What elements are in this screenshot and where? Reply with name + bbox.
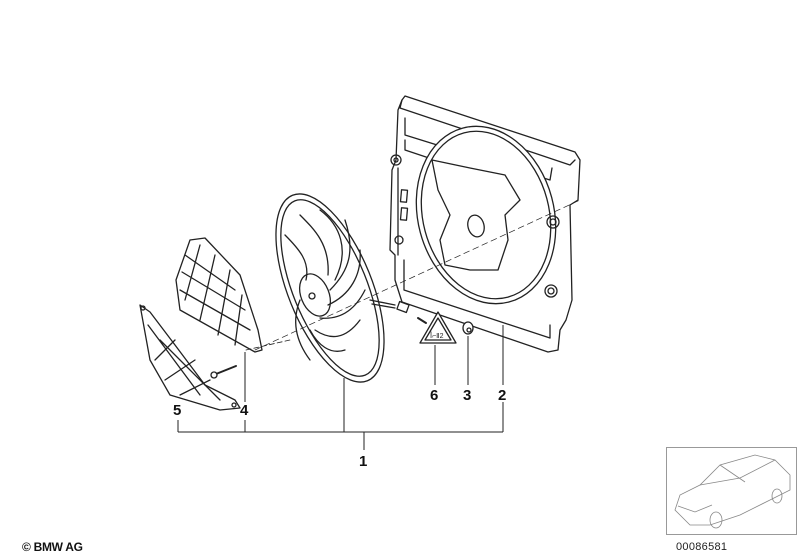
vehicle-thumbnail [666, 447, 797, 535]
callout-6: 6 [430, 387, 439, 404]
upper-guard-drawing [175, 237, 291, 353]
nut-drawing [462, 321, 474, 335]
callout-5: 5 [173, 402, 182, 419]
callout-2: 2 [498, 387, 507, 404]
leader-lines [177, 325, 504, 450]
copyright-text: © BMW AG [22, 540, 83, 554]
lower-guard-drawing [139, 304, 241, 411]
callout-1: 1 [359, 453, 368, 470]
warning-label-drawing: ꟾ⌐Ⅱ2 [417, 311, 457, 344]
callout-3: 3 [463, 387, 472, 404]
callout-4: 4 [240, 402, 249, 419]
document-number: 00086581 [676, 541, 728, 553]
fan-drawing [275, 193, 410, 383]
svg-text:ꟾ⌐Ⅱ2: ꟾ⌐Ⅱ2 [430, 331, 444, 340]
screw-drawing [210, 365, 237, 379]
vehicle-thumbnail-drawing [674, 454, 791, 529]
fan-shroud-drawing [389, 95, 581, 353]
